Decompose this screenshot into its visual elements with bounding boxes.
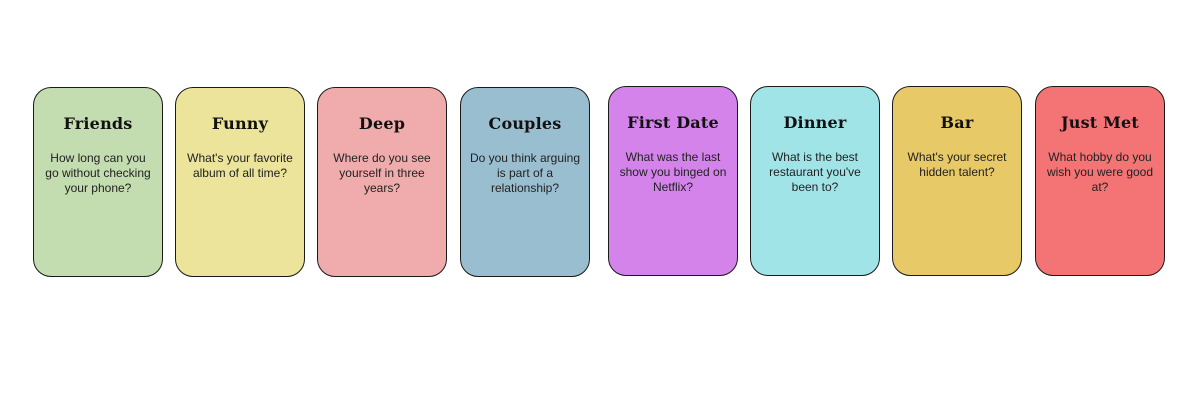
- card-title: Couples: [488, 114, 562, 133]
- card-title: Friends: [63, 114, 133, 133]
- card-funny[interactable]: Funny What's your favorite album of all …: [175, 87, 305, 277]
- card-question: What's your secret hidden talent?: [907, 150, 1007, 179]
- card-question: Where do you see yourself in three years…: [333, 151, 431, 195]
- card-question: Do you think arguing is part of a relati…: [469, 151, 581, 195]
- card-bar[interactable]: Bar What's your secret hidden talent?: [892, 86, 1022, 276]
- card-title: Dinner: [783, 113, 847, 132]
- card-question: What's your favorite album of all time?: [187, 151, 293, 180]
- card-couples[interactable]: Couples Do you think arguing is part of …: [460, 87, 590, 277]
- card-title: Funny: [211, 114, 269, 133]
- card-title: Deep: [358, 114, 406, 133]
- card-deep[interactable]: Deep Where do you see yourself in three …: [317, 87, 447, 277]
- card-question: What was the last show you binged on Net…: [619, 150, 727, 194]
- card-friends[interactable]: Friends How long can you go without chec…: [33, 87, 163, 277]
- card-title: Just Met: [1060, 113, 1140, 132]
- card-question: What is the best restaurant you've been …: [769, 150, 861, 194]
- card-first-date[interactable]: First Date What was the last show you bi…: [608, 86, 738, 276]
- card-title: First Date: [627, 113, 719, 132]
- card-dinner[interactable]: Dinner What is the best restaurant you'v…: [750, 86, 880, 276]
- card-title: Bar: [940, 113, 974, 132]
- card-question: What hobby do you wish you were good at?: [1046, 150, 1154, 194]
- card-question: How long can you go without checking you…: [45, 151, 151, 195]
- card-just-met[interactable]: Just Met What hobby do you wish you were…: [1035, 86, 1165, 276]
